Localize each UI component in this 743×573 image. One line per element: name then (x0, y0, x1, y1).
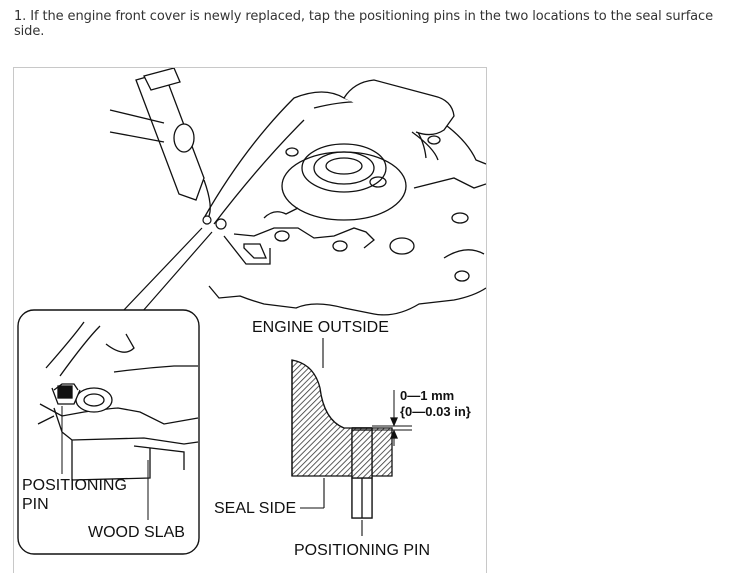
detail-bubble (17, 309, 200, 555)
detail-pin-label: PIN (22, 496, 49, 513)
main-pin-location (202, 215, 227, 230)
engine-front-cover (203, 79, 486, 316)
seal-side-label: SEAL SIDE (214, 500, 297, 517)
positioning-pin-label: POSITIONING PIN (294, 542, 431, 559)
detail-leader (121, 227, 213, 313)
wood-slab-label: WOOD SLAB (88, 524, 185, 541)
engine-outside-label: ENGINE OUTSIDE (252, 319, 389, 336)
cross-section (291, 338, 412, 536)
clearance-metric-label: 0—1 mm (400, 388, 455, 403)
detail-positioning-label: POSITIONING (22, 477, 127, 494)
hammer (109, 68, 211, 219)
clearance-imperial-label: {0—0.03 in} (400, 404, 471, 419)
instruction-text: 1. If the engine front cover is newly re… (14, 9, 713, 39)
illustration-drawing (17, 68, 486, 555)
procedure-illustration: ENGINE OUTSIDE 0—1 mm {0—0.03 in} SEAL S… (13, 67, 487, 573)
